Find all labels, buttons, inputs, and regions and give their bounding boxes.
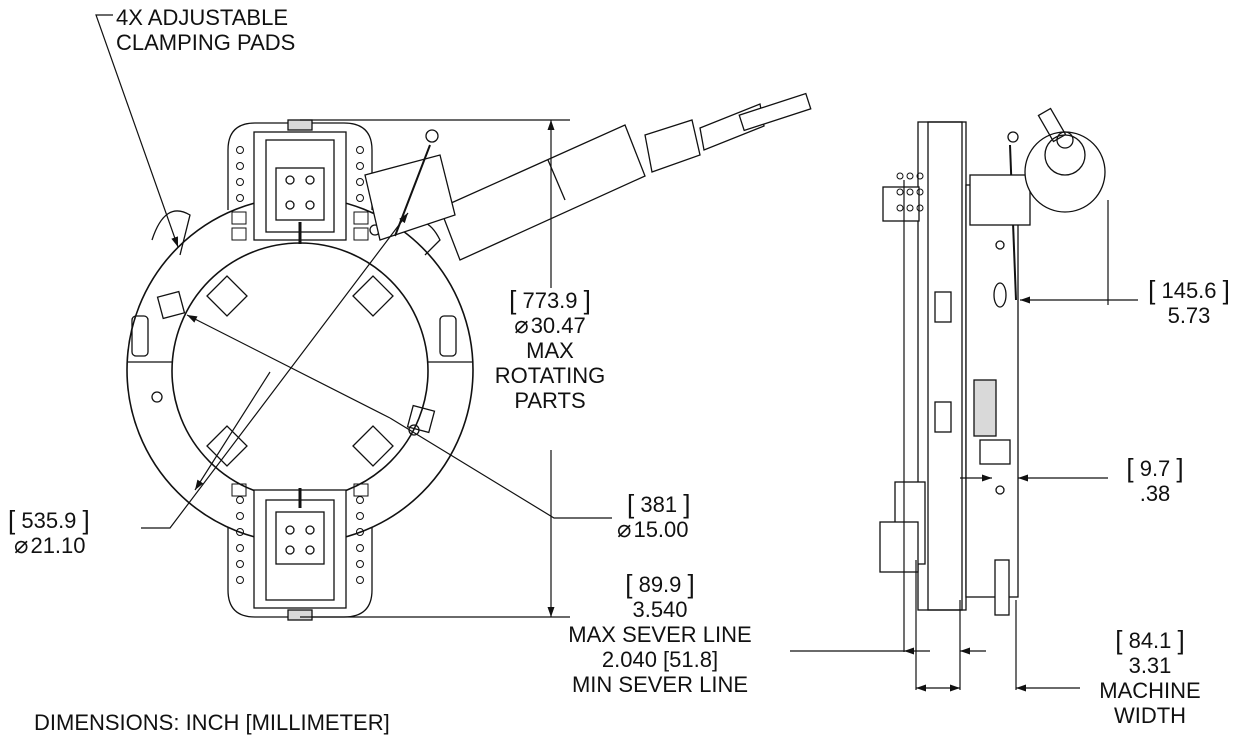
min-sever-label: MIN SEVER LINE xyxy=(571,672,749,697)
max-sever-mm: [ 89.9 ] xyxy=(625,569,695,599)
ring-handles xyxy=(131,210,457,436)
sever-line-callout: [ 89.9 ] 3.540 MAX SEVER LINE 2.040 [51.… xyxy=(530,569,790,697)
frame-diameter-callout: [ 535.9 ] ⌀21.10 xyxy=(8,505,90,559)
frame-diameter-mm: [ 535.9 ] xyxy=(8,505,90,535)
dimension-lines xyxy=(95,14,1138,692)
side-view xyxy=(879,107,1106,616)
side-offset-callout: [ 145.6 ] 5.73 xyxy=(1130,275,1248,328)
inner-bore xyxy=(171,242,429,500)
max-sever-inch: 3.540 xyxy=(632,597,688,622)
clamping-pads-label-line1: 4X ADJUSTABLE xyxy=(116,5,288,30)
max-rotating-callout: [ 773.9 ] ⌀30.47 MAX ROTATING PARTS xyxy=(470,285,630,413)
machine-width-callout: [ 84.1 ] 3.31 MACHINE WIDTH xyxy=(1080,625,1220,728)
machine-width-line2: WIDTH xyxy=(1113,703,1187,728)
max-sever-label: MAX SEVER LINE xyxy=(568,622,752,647)
clamping-pads xyxy=(206,275,394,467)
max-rotating-line1: MAX xyxy=(526,338,574,363)
machine-width-inch: 3.31 xyxy=(1128,653,1172,678)
max-rotating-line3: PARTS xyxy=(514,388,586,413)
small-offset-callout: [ 9.7 ] .38 xyxy=(1100,453,1210,506)
side-offset-inch: 5.73 xyxy=(1167,303,1211,328)
clamping-pads-label-line2: CLAMPING PADS xyxy=(116,30,296,55)
lower-clamp-block xyxy=(253,488,347,621)
ring-diameter-callout: [ 381 ] ⌀15.00 xyxy=(617,489,691,543)
small-offset-inch: .38 xyxy=(1139,481,1171,506)
upper-clamp-block xyxy=(253,119,347,244)
small-offset-mm: [ 9.7 ] xyxy=(1126,453,1184,483)
front-view xyxy=(126,92,812,621)
drive-motor xyxy=(364,92,812,261)
units-note: DIMENSIONS: INCH [MILLIMETER] xyxy=(34,710,390,735)
bolt-columns xyxy=(231,146,369,584)
ring-diameter-inch: ⌀15.00 xyxy=(617,516,689,543)
max-rotating-line2: ROTATING xyxy=(494,363,606,388)
ring-diameter-mm: [ 381 ] xyxy=(627,489,691,519)
machine-width-line1: MACHINE xyxy=(1099,678,1201,703)
machine-width-mm: [ 84.1 ] xyxy=(1115,625,1185,655)
max-rotating-inch: ⌀30.47 xyxy=(514,312,586,339)
side-offset-mm: [ 145.6 ] xyxy=(1148,275,1230,305)
frame-diameter-inch: ⌀21.10 xyxy=(14,532,86,559)
side-motor-head xyxy=(1024,131,1106,213)
min-sever-value: 2.040 [51.8] xyxy=(601,647,719,672)
max-rotating-mm: [ 773.9 ] xyxy=(509,285,591,315)
